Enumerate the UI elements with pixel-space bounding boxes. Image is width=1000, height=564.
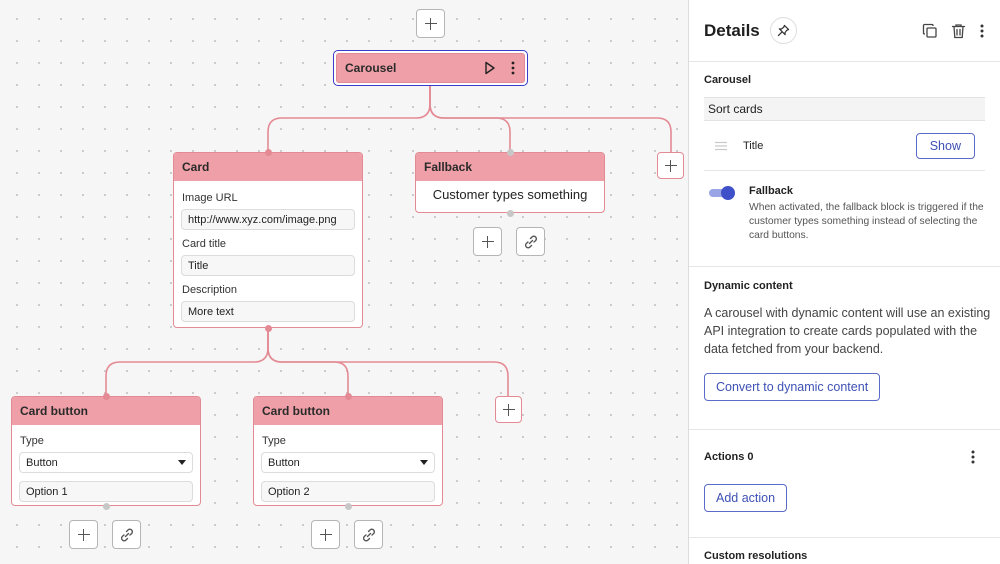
trash-icon[interactable] xyxy=(951,23,966,39)
show-button[interactable]: Show xyxy=(915,132,975,159)
sort-row-title: Title Show xyxy=(704,121,985,171)
description-label: Description xyxy=(182,284,238,296)
custom-resolutions-section[interactable]: Custom resolutions xyxy=(689,538,1000,562)
plus-icon xyxy=(481,235,494,248)
caret-down-icon xyxy=(178,460,186,465)
fallback-node-bottom-handle[interactable] xyxy=(506,209,514,217)
card-button-2-top-handle[interactable] xyxy=(344,392,352,400)
details-title: Details xyxy=(704,20,760,40)
card-button-2-add-button[interactable] xyxy=(311,520,340,549)
flow-canvas[interactable]: Carousel Card Image URL http://www.xyz.c… xyxy=(0,0,688,564)
dynamic-content-section: Dynamic content A carousel with dynamic … xyxy=(689,267,1000,430)
fallback-add-button[interactable] xyxy=(473,227,502,256)
card-node-top-handle[interactable] xyxy=(264,148,272,156)
card-button-header: Card button xyxy=(12,397,200,425)
more-vertical-icon[interactable] xyxy=(510,61,516,75)
type-select[interactable]: Button xyxy=(19,452,193,473)
fallback-node-top-handle[interactable] xyxy=(506,148,514,156)
fallback-node[interactable]: Fallback Customer types something xyxy=(415,152,605,213)
card-button-1-add-button[interactable] xyxy=(69,520,98,549)
card-title-input[interactable]: Title xyxy=(181,255,355,276)
edge-card-add xyxy=(267,328,509,396)
fallback-node-text: Customer types something xyxy=(432,187,588,202)
card-button-2-link-button[interactable] xyxy=(354,520,383,549)
image-url-label: Image URL xyxy=(182,192,238,204)
fallback-toggle-label: Fallback xyxy=(749,185,794,197)
actions-section: Actions 0 Add action xyxy=(689,430,1000,538)
type-select[interactable]: Button xyxy=(261,452,435,473)
type-select-value: Button xyxy=(26,456,58,469)
dynamic-content-description: A carousel with dynamic content will use… xyxy=(704,306,991,356)
add-above-button[interactable] xyxy=(416,9,445,38)
description-input[interactable]: More text xyxy=(181,301,355,322)
plus-icon xyxy=(77,528,90,541)
drag-handle-icon[interactable] xyxy=(714,141,728,151)
card-button-1-bottom-handle[interactable] xyxy=(102,502,110,510)
carousel-node-title: Carousel xyxy=(345,61,397,75)
fallback-node-header: Fallback xyxy=(416,153,604,181)
details-header: Details xyxy=(689,0,1000,62)
link-icon xyxy=(524,235,537,248)
add-action-button[interactable]: Add action xyxy=(704,484,788,512)
duplicate-icon[interactable] xyxy=(922,23,938,39)
fallback-link-button[interactable] xyxy=(516,227,545,256)
actions-title: Actions 0 xyxy=(704,451,754,463)
more-vertical-icon[interactable] xyxy=(970,449,976,465)
fallback-toggle-row: Fallback When activated, the fallback bl… xyxy=(704,171,985,243)
edge-card-button1 xyxy=(105,328,269,396)
image-url-input[interactable]: http://www.xyz.com/image.png xyxy=(181,209,355,230)
fallback-toggle[interactable] xyxy=(709,186,735,200)
edge-carousel-fallback xyxy=(429,86,511,152)
carousel-node[interactable]: Carousel xyxy=(333,50,528,86)
add-card-button-node-button[interactable] xyxy=(495,396,522,423)
carousel-section-title: Carousel xyxy=(704,74,752,86)
more-vertical-icon[interactable] xyxy=(979,23,985,39)
card-node-header: Card xyxy=(174,153,362,181)
card-button-node-1[interactable]: Card button Type Button Option 1 xyxy=(11,396,201,506)
card-title-label: Card title xyxy=(182,238,227,250)
link-icon xyxy=(120,528,133,541)
edge-carousel-card xyxy=(267,86,431,152)
card-node[interactable]: Card Image URL http://www.xyz.com/image.… xyxy=(173,152,363,328)
flow-connectors xyxy=(105,86,672,396)
carousel-section: Carousel Sort cards Title Show Fallback … xyxy=(689,62,1000,267)
pin-icon xyxy=(777,24,789,37)
link-icon xyxy=(362,528,375,541)
pin-button[interactable] xyxy=(769,17,797,44)
fallback-description: When activated, the fallback block is tr… xyxy=(749,202,984,241)
card-button-1-top-handle[interactable] xyxy=(102,392,110,400)
card-node-bottom-handle[interactable] xyxy=(264,324,272,332)
plus-icon xyxy=(664,159,677,172)
plus-icon xyxy=(424,17,437,30)
card-button-1-link-button[interactable] xyxy=(112,520,141,549)
type-label: Type xyxy=(262,435,286,447)
card-button-2-bottom-handle[interactable] xyxy=(344,502,352,510)
option-input[interactable]: Option 2 xyxy=(261,481,435,502)
edge-carousel-add xyxy=(429,86,672,152)
option-input[interactable]: Option 1 xyxy=(19,481,193,502)
plus-icon xyxy=(319,528,332,541)
sort-cards-bar: Sort cards xyxy=(704,97,985,121)
type-label: Type xyxy=(20,435,44,447)
add-card-button[interactable] xyxy=(657,152,684,179)
type-select-value: Button xyxy=(268,456,300,469)
sort-cards-label: Sort cards xyxy=(708,102,763,116)
play-icon[interactable] xyxy=(484,61,496,75)
card-button-node-2[interactable]: Card button Type Button Option 2 xyxy=(253,396,443,506)
plus-icon xyxy=(502,403,515,416)
sort-row-label: Title xyxy=(743,139,764,152)
dynamic-content-title: Dynamic content xyxy=(704,280,793,292)
caret-down-icon xyxy=(420,460,428,465)
card-button-header: Card button xyxy=(254,397,442,425)
convert-dynamic-button[interactable]: Convert to dynamic content xyxy=(704,373,881,401)
details-panel: Details xyxy=(688,0,1000,564)
custom-resolutions-title: Custom resolutions xyxy=(704,550,808,562)
